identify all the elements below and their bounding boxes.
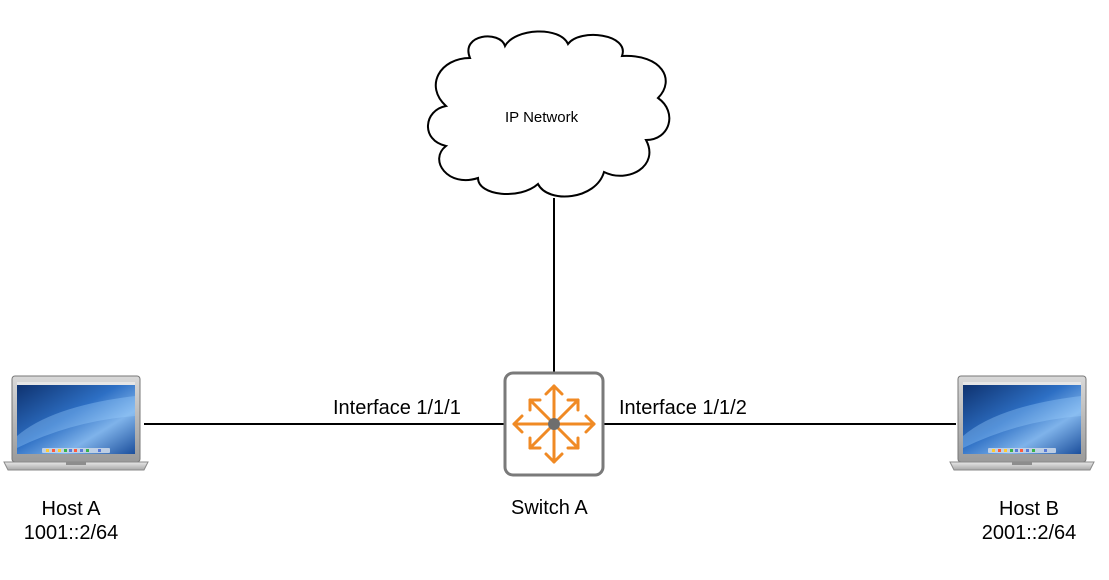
laptop-icon: [949, 375, 1095, 471]
switch-label: Switch A: [511, 497, 588, 519]
host-a-name: Host A: [41, 498, 101, 520]
host-a-address: 1001::2/64: [23, 522, 119, 544]
interface-label-1: Interface 1/1/1: [333, 397, 461, 419]
cloud-icon: [427, 30, 671, 198]
host-a-label: Host A 1001::2/64: [8, 497, 134, 545]
laptop-icon: [3, 375, 149, 471]
host-b-address: 2001::2/64: [981, 522, 1077, 544]
host-b-label: Host B 2001::2/64: [964, 497, 1094, 545]
cloud-label: IP Network: [505, 109, 579, 126]
interface-label-2: Interface 1/1/2: [619, 397, 747, 419]
switch-icon: [503, 371, 605, 477]
host-b-name: Host B: [998, 498, 1060, 520]
